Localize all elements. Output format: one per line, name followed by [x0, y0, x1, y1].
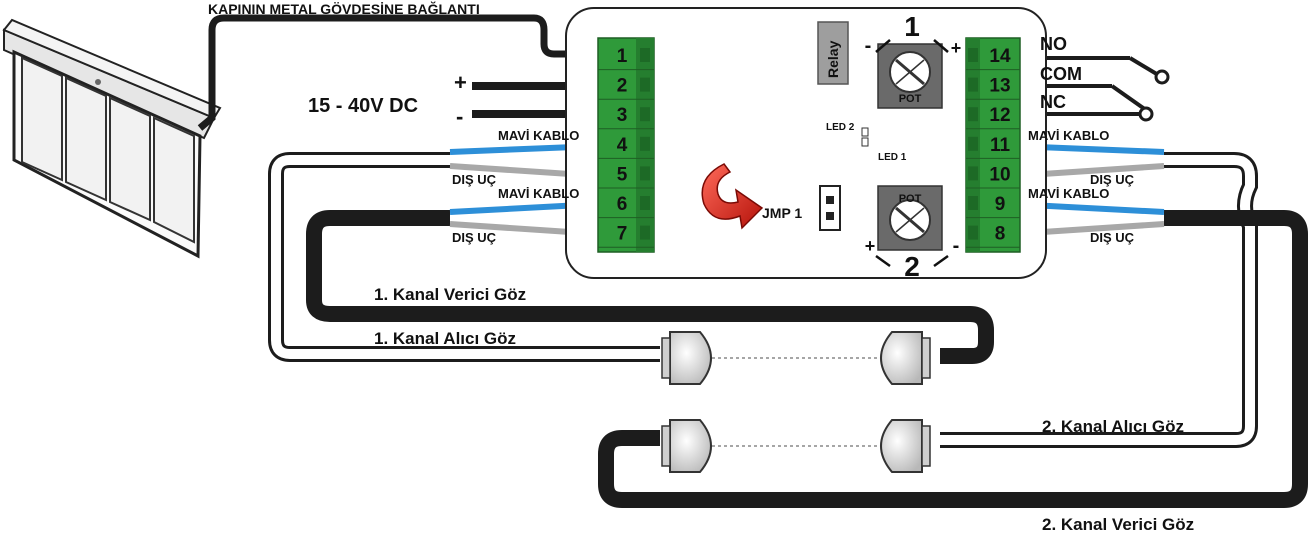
right-terminal-4: 11 — [990, 135, 1011, 156]
ch1-transmitter-cable — [306, 210, 994, 364]
pot-1-number: 1 — [904, 11, 920, 42]
ch2-receiver-sensor — [880, 419, 931, 473]
left-outer-label-2: DIŞ UÇ — [452, 230, 497, 245]
right-outer-label-1: DIŞ UÇ — [1090, 172, 1135, 187]
left-outer-label-1: DIŞ UÇ — [452, 172, 497, 187]
ground-wire — [197, 14, 600, 131]
led-indicators: LED 2 LED 1 — [826, 122, 907, 163]
relay: Relay — [817, 21, 849, 85]
jumper-label: JMP 1 — [762, 205, 802, 221]
power-minus-sign: - — [456, 104, 463, 129]
power-plus-sign: + — [454, 70, 467, 95]
right-terminal-7: 8 — [995, 224, 1006, 245]
power-voltage-label: 15 - 40V DC — [308, 95, 418, 117]
left-terminal-5: 5 — [617, 164, 628, 185]
sensor-group — [661, 331, 931, 473]
right-blue-cable-label-1: MAVİ KABLO — [1028, 128, 1109, 143]
pot-2-plus: + — [865, 236, 876, 256]
left-terminal-6: 6 — [617, 194, 628, 215]
relay-com-label: COM — [1040, 64, 1082, 84]
pot-1-minus: - — [865, 35, 872, 57]
door-connection-title: KAPININ METAL GÖVDESİNE BAĞLANTI — [208, 0, 480, 17]
left-terminal-3: 3 — [617, 105, 628, 126]
relay-no-label: NO — [1040, 34, 1067, 54]
potentiometer-2: POT 2 + - — [865, 185, 960, 282]
left-blue-cable-label-1: MAVİ KABLO — [498, 128, 579, 143]
relay-label: Relay — [825, 40, 841, 78]
jumper: JMP 1 — [762, 185, 841, 231]
ch2-transmitter-cable — [598, 210, 1308, 508]
pot-1-plus: + — [951, 38, 962, 58]
pot-2-minus: - — [953, 235, 960, 257]
right-terminal-6: 9 — [995, 194, 1006, 215]
right-terminal-1: 14 — [989, 46, 1011, 67]
left-terminal-1: 1 — [617, 46, 628, 67]
ch1-transmitter-label: 1. Kanal Verici Göz — [374, 285, 526, 304]
left-terminal-block: 1 2 3 4 5 6 7 — [597, 37, 655, 253]
ch1-transmitter-sensor — [880, 331, 931, 385]
right-blue-cable-label-2: MAVİ KABLO — [1028, 186, 1109, 201]
pot-2-text: POT — [899, 193, 922, 205]
left-terminal-2: 2 — [617, 76, 628, 97]
led-2-label: LED 2 — [826, 122, 855, 133]
left-terminal-4: 4 — [617, 135, 628, 156]
automatic-door — [2, 18, 222, 259]
relay-nc-label: NC — [1040, 92, 1066, 112]
right-terminal-5: 10 — [989, 164, 1010, 185]
red-arrow-icon — [701, 163, 764, 230]
left-terminal-7: 7 — [617, 224, 628, 245]
potentiometer-1: POT 1 - + — [865, 11, 962, 109]
left-blue-cable-label-2: MAVİ KABLO — [498, 186, 579, 201]
ch2-receiver-label: 2. Kanal Alıcı Göz — [1042, 417, 1184, 436]
ch1-receiver-sensor — [661, 331, 712, 385]
led-1-label: LED 1 — [878, 152, 907, 163]
right-terminal-3: 12 — [989, 105, 1010, 126]
ch2-transmitter-label: 2. Kanal Verici Göz — [1042, 515, 1194, 534]
ch1-receiver-label: 1. Kanal Alıcı Göz — [374, 329, 516, 348]
right-outer-label-2: DIŞ UÇ — [1090, 230, 1135, 245]
pot-1-text: POT — [899, 93, 922, 105]
right-terminal-2: 13 — [989, 76, 1010, 97]
pot-2-number: 2 — [904, 251, 920, 282]
ch2-transmitter-sensor — [661, 419, 712, 473]
right-terminal-block: 14 13 12 11 10 9 8 — [965, 37, 1021, 253]
